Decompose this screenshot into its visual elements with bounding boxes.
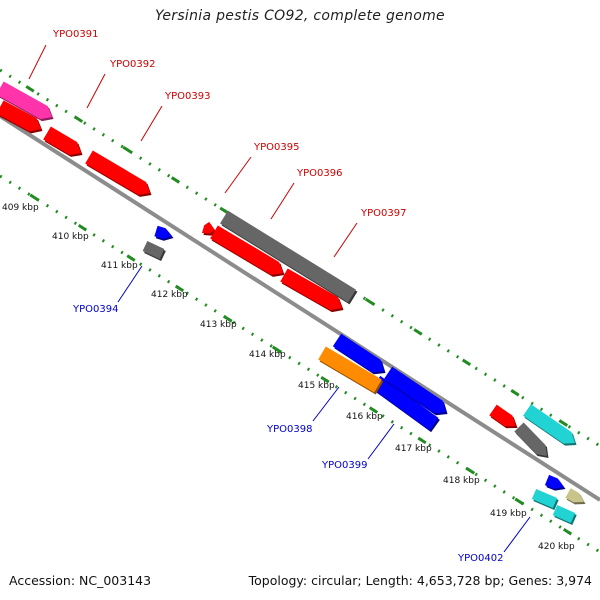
- feature-cyan-3[interactable]: [552, 504, 576, 524]
- leader-line: [117, 265, 143, 303]
- feature-khaki-1[interactable]: [565, 488, 584, 503]
- gene-label-ypo0391[interactable]: YPO0391: [52, 29, 98, 40]
- inner-major-tick: [29, 193, 39, 201]
- feature-blue-1[interactable]: [371, 375, 439, 431]
- feature-magenta-1[interactable]: [0, 81, 52, 120]
- inner-major-tick: [562, 527, 573, 536]
- leader-line: [503, 516, 531, 553]
- inner-major-tick: [126, 254, 136, 262]
- outer-major-tick: [461, 358, 472, 367]
- feature-red-4[interactable]: [202, 221, 215, 234]
- inner-major-tick: [320, 375, 330, 384]
- kbp-label: 418 kbp: [443, 476, 480, 486]
- kbp-label: 413 kbp: [200, 320, 237, 330]
- leader-line: [140, 105, 163, 142]
- outer-major-tick: [558, 419, 569, 427]
- gene-label-ypo0399[interactable]: YPO0399: [321, 460, 367, 471]
- gene-label-ypo0392[interactable]: YPO0392: [109, 59, 155, 70]
- map-title: Yersinia pestis CO92, complete genome: [155, 8, 445, 24]
- kbp-label: 411 kbp: [101, 261, 138, 271]
- inner-major-tick: [223, 315, 233, 323]
- feature-blue-5[interactable]: [544, 474, 564, 489]
- leader-line: [270, 182, 295, 220]
- kbp-label: 416 kbp: [346, 412, 383, 422]
- feature-red-6[interactable]: [280, 268, 342, 311]
- feature-blue-2[interactable]: [154, 225, 172, 239]
- outer-major-tick: [170, 176, 181, 184]
- leader-line: [224, 156, 252, 194]
- leader-line: [333, 222, 358, 258]
- gene-label-ypo0395[interactable]: YPO0395: [253, 142, 299, 153]
- outer-major-tick: [122, 145, 132, 154]
- kbp-label: 419 kbp: [490, 509, 527, 519]
- feature-gray-2[interactable]: [142, 241, 165, 259]
- feature-red-1[interactable]: [0, 100, 41, 132]
- gene-label-ypo0402[interactable]: YPO0402: [457, 553, 503, 564]
- gene-label-ypo0394[interactable]: YPO0394: [72, 304, 118, 315]
- outer-major-tick: [364, 297, 375, 306]
- leader-line: [28, 44, 47, 80]
- inner-major-tick: [174, 284, 185, 293]
- inner-major-tick: [368, 406, 379, 414]
- feature-red-7[interactable]: [489, 404, 516, 427]
- outer-major-tick: [25, 85, 35, 93]
- inner-major-tick: [271, 345, 282, 353]
- outer-major-tick: [413, 328, 423, 336]
- kbp-label: 414 kbp: [249, 350, 286, 360]
- gene-label-ypo0398[interactable]: YPO0398: [266, 424, 312, 435]
- gene-features: [0, 81, 586, 526]
- leader-line: [312, 386, 340, 422]
- outer-major-tick: [73, 115, 84, 123]
- inner-major-tick: [417, 436, 427, 445]
- feature-red-3[interactable]: [85, 150, 150, 195]
- feature-orange-1[interactable]: [318, 346, 382, 393]
- label-leader-lines: [28, 44, 531, 553]
- feature-gray-1[interactable]: [514, 422, 547, 456]
- outer-major-tick: [510, 389, 520, 397]
- kbp-label: 409 kbp: [2, 203, 39, 213]
- genome-backbone: [0, 114, 600, 502]
- feature-gray-3[interactable]: [220, 210, 356, 303]
- outer-major-tick: [219, 206, 229, 215]
- gene-label-ypo0393[interactable]: YPO0393: [164, 91, 210, 102]
- gene-label-ypo0396[interactable]: YPO0396: [296, 168, 342, 179]
- feature-red-5[interactable]: [210, 225, 283, 275]
- feature-cyan-2[interactable]: [531, 488, 558, 509]
- kbp-label: 412 kbp: [151, 290, 188, 300]
- inner-major-tick: [514, 497, 524, 505]
- genome-stats-text: Topology: circular; Length: 4,653,728 bp…: [248, 573, 592, 588]
- feature-red-2[interactable]: [43, 126, 81, 155]
- feature-blue-3[interactable]: [332, 333, 384, 373]
- kbp-label: 420 kbp: [538, 542, 575, 552]
- kbp-label: 417 kbp: [395, 444, 432, 454]
- leader-line: [367, 423, 395, 460]
- feature-cyan-1[interactable]: [523, 404, 575, 444]
- feature-blue-4[interactable]: [383, 366, 446, 414]
- gene-label-ypo0397[interactable]: YPO0397: [360, 208, 406, 219]
- inner-tick-track: [0, 174, 600, 554]
- inner-major-tick: [77, 224, 88, 232]
- accession-text: Accession: NC_003143: [9, 573, 152, 588]
- leader-line: [86, 73, 106, 109]
- kbp-label: 410 kbp: [52, 232, 89, 242]
- kbp-label: 415 kbp: [298, 381, 335, 391]
- inner-major-tick: [465, 467, 476, 475]
